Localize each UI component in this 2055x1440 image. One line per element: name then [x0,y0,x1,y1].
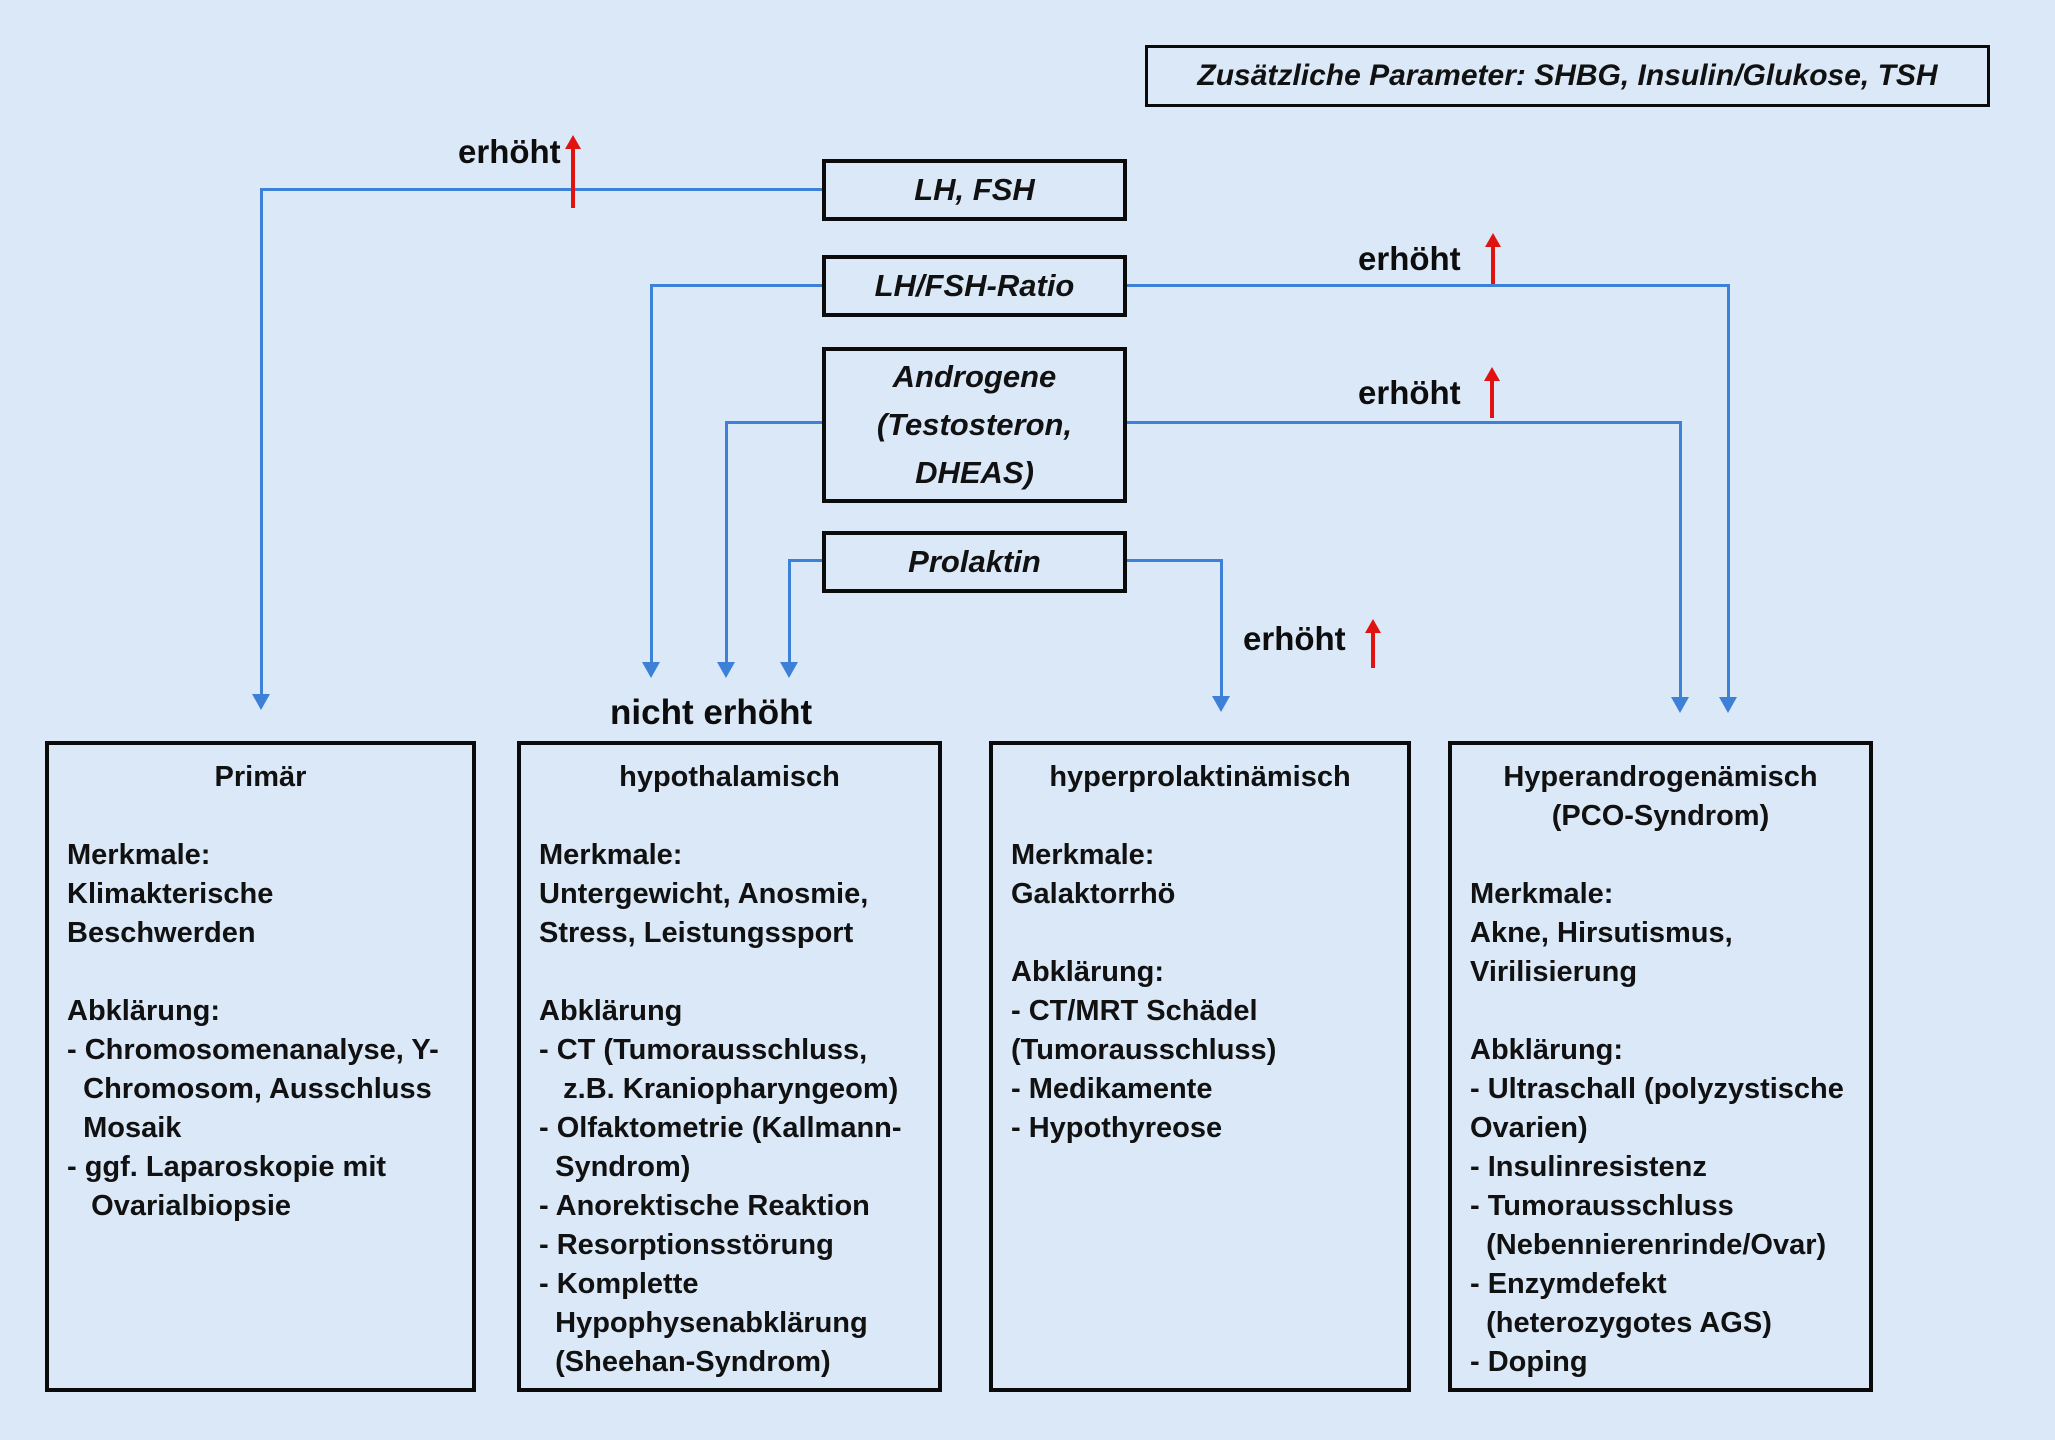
connector-prolaktin-left-v [788,559,791,664]
outcome-box-primaer: Primär Merkmale: Klimakterische Beschwer… [45,741,476,1392]
hormone-box-lh-fsh-label: LH, FSH [914,171,1035,207]
connector-prolaktin-left-h [788,559,822,562]
connector-prolaktin-right-v [1220,559,1223,698]
hormone-box-androgene-label: Androgene (Testosteron, DHEAS) [876,358,1073,491]
outcome-box-title: hypothalamisch [619,761,840,793]
arrowhead-down-icon [717,662,735,678]
outcome-box-title: Hyperandrogenämisch (PCO-Syndrom) [1503,761,1818,832]
hormone-box-lh-fsh-ratio: LH/FSH-Ratio [822,255,1127,317]
connector-androgene-right-v [1679,421,1682,699]
outcome-box-title: Primär [214,761,307,793]
connector-androgene-right-h [1127,421,1682,424]
red-up-arrow-icon [1484,367,1500,418]
connector-lhfsh-left-h [260,188,822,191]
outcome-box-title: hyperprolaktinämisch [1049,761,1351,793]
arrowhead-down-icon [252,694,270,710]
arrowhead-down-icon [1671,697,1689,713]
outcome-box-hyperprolaktinaemisch: hyperprolaktinämisch Merkmale: Galaktorr… [989,741,1411,1392]
outcome-box-body: Merkmale: Galaktorrhö Abklärung: - CT/MR… [1011,839,1277,1144]
connector-ratio-right-v [1727,284,1730,699]
connector-ratio-left-v [650,284,653,664]
nicht-erhoeht-label: nicht erhöht [610,693,813,732]
outcome-box-body: Merkmale: Akne, Hirsutismus, Virilisieru… [1470,878,1844,1378]
hormone-box-prolaktin: Prolaktin [822,531,1127,593]
red-up-arrow-icon [1485,233,1501,284]
red-up-arrow-icon [565,135,581,208]
connector-ratio-right-h [1127,284,1730,287]
erhoeht-label-lh-fsh-ratio: erhöht [1358,240,1461,277]
hormone-box-prolaktin-label: Prolaktin [908,543,1041,579]
erhoeht-label-prolaktin: erhöht [1243,620,1346,657]
outcome-box-body: Merkmale: Klimakterische Beschwerden Abk… [67,839,439,1222]
outcome-box-hyperandrogenaemisch: Hyperandrogenämisch (PCO-Syndrom) Merkma… [1448,741,1873,1392]
arrowhead-down-icon [780,662,798,678]
hormone-box-androgene: Androgene (Testosteron, DHEAS) [822,347,1127,503]
outcome-box-hypothalamisch: hypothalamisch Merkmale: Untergewicht, A… [517,741,942,1392]
erhoeht-label-lh-fsh: erhöht [458,133,561,170]
erhoeht-label-androgene: erhöht [1358,374,1461,411]
connector-androgene-left-h [725,421,822,424]
arrowhead-down-icon [1719,697,1737,713]
connector-lhfsh-left-v [260,188,263,696]
hormone-box-lh-fsh-ratio-label: LH/FSH-Ratio [874,267,1075,303]
connector-ratio-left-h [650,284,822,287]
red-up-arrow-icon [1365,619,1381,668]
extra-parameters-text: Zusätzliche Parameter: SHBG, Insulin/Glu… [1197,59,1938,92]
hormone-box-lh-fsh: LH, FSH [822,159,1127,221]
arrowhead-down-icon [642,662,660,678]
connector-androgene-left-v [725,421,728,664]
arrowhead-down-icon [1212,696,1230,712]
connector-prolaktin-right-h [1127,559,1223,562]
outcome-box-body: Merkmale: Untergewicht, Anosmie, Stress,… [539,839,902,1378]
extra-parameters-box: Zusätzliche Parameter: SHBG, Insulin/Glu… [1145,45,1990,107]
